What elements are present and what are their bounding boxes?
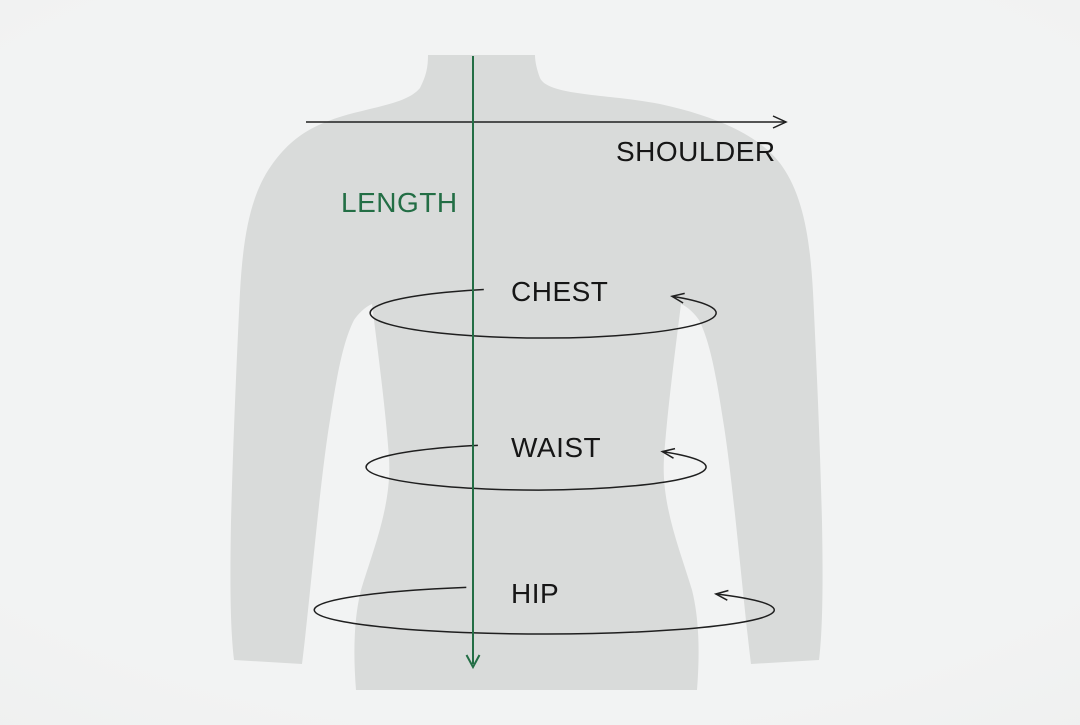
chest-label: CHEST — [511, 276, 609, 307]
length-label: LENGTH — [341, 187, 458, 218]
waist-arrowhead-icon — [660, 447, 676, 459]
shoulder-arrowhead-icon — [772, 115, 788, 129]
length-arrow — [465, 56, 481, 670]
waist-girth-ellipse — [365, 444, 707, 491]
hip-girth-arrow — [313, 586, 775, 635]
length-arrowhead-icon — [465, 654, 481, 670]
chest-girth-ellipse — [369, 288, 717, 339]
hip-girth-ellipse — [313, 586, 775, 635]
waist-label: WAIST — [511, 432, 602, 463]
waist-girth-arrow — [365, 444, 707, 491]
shoulder-label: SHOULDER — [616, 136, 776, 167]
shoulder-width-arrow — [306, 115, 788, 129]
chest-arrowhead-icon — [670, 292, 685, 304]
hip-label: HIP — [511, 578, 560, 609]
body-silhouette — [230, 55, 823, 690]
chest-girth-arrow — [369, 288, 717, 339]
hip-arrowhead-icon — [713, 589, 729, 601]
